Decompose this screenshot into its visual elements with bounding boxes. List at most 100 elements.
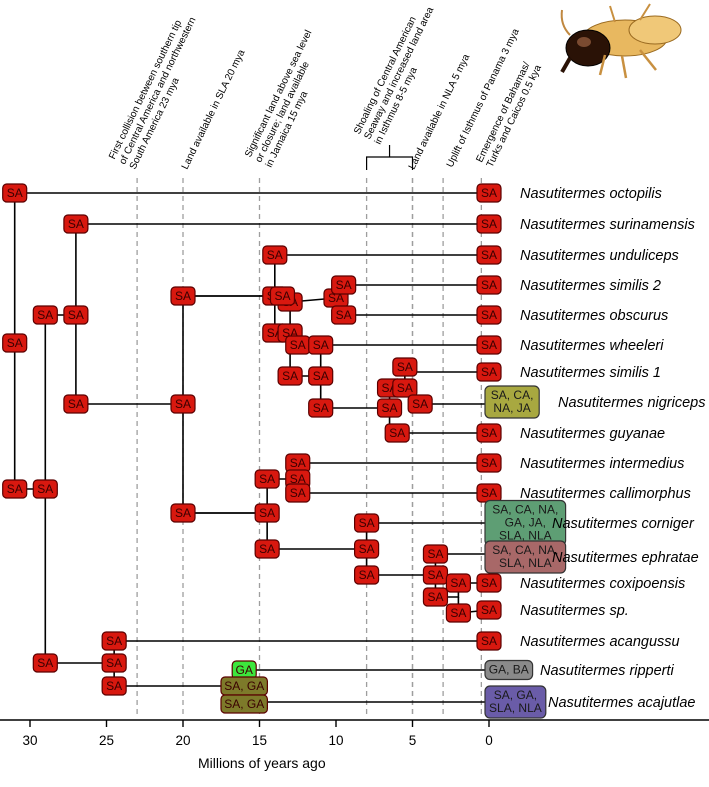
node-label: SA <box>427 547 443 561</box>
node-label: SA <box>481 186 497 200</box>
node-box <box>476 305 502 325</box>
event-bracket <box>366 156 414 170</box>
tip-label: Nasutitermes obscurus <box>520 308 668 324</box>
tip-node: SA <box>476 362 502 382</box>
node-box <box>476 335 502 355</box>
node-box <box>476 183 502 203</box>
tip-node: SA <box>476 631 502 651</box>
node-box <box>63 305 89 325</box>
node-label: SA <box>37 308 53 322</box>
node-box <box>422 587 449 607</box>
node-label: SA <box>427 590 443 604</box>
tip-node: SA <box>476 335 502 355</box>
node-label: SA <box>274 289 290 303</box>
node-box <box>277 366 303 386</box>
node-box <box>101 653 127 673</box>
node-label: SA <box>313 338 329 352</box>
event-label-1: Land available in SLA 20 mya <box>180 48 248 172</box>
internal-node: SA <box>170 394 196 414</box>
node-box <box>170 503 196 523</box>
internal-node: SA <box>445 573 471 593</box>
node-label: SA <box>259 542 275 556</box>
node-label: SA <box>259 506 275 520</box>
node-box <box>2 333 28 353</box>
tip-box <box>484 385 540 419</box>
internal-node: SA <box>32 653 58 673</box>
tip-node: SA <box>476 483 502 503</box>
internal-node: SA <box>277 366 303 386</box>
x-tick-label: 5 <box>409 733 417 748</box>
x-tick-label: 15 <box>252 733 267 748</box>
internal-node: SA <box>285 483 311 503</box>
node-label: SA <box>397 381 413 395</box>
node-box <box>476 245 502 265</box>
node-box <box>445 573 471 593</box>
node-label: SA <box>106 656 122 670</box>
node-box <box>2 479 28 499</box>
event-label-6: Emergence of Bahamas/Turks and Caicos 0.… <box>474 60 544 169</box>
internal-node: SA <box>308 398 334 418</box>
internal-node: SA <box>392 357 418 377</box>
node-box <box>32 305 58 325</box>
node-label: SA <box>359 516 375 530</box>
tip-node: SA <box>476 305 502 325</box>
x-tick-label: 0 <box>485 733 493 748</box>
node-box <box>32 479 58 499</box>
node-label: SA <box>359 568 375 582</box>
tip-node: SA <box>476 275 502 295</box>
termite-shape <box>560 57 572 73</box>
internal-node: SA <box>170 286 196 306</box>
node-label: SA <box>175 289 191 303</box>
internal-node: SA <box>101 631 127 651</box>
termite-shape <box>577 37 591 47</box>
node-box <box>445 603 471 623</box>
internal-node: SA <box>354 565 380 585</box>
tip-box <box>484 659 534 681</box>
node-box <box>254 539 280 559</box>
internal-node: SA <box>63 214 89 234</box>
tip-label: Nasutitermes guyanae <box>520 426 665 442</box>
node-label: SA <box>282 369 298 383</box>
tip-node: SA <box>476 245 502 265</box>
internal-node: SA <box>354 539 380 559</box>
tip-area-label: SLA, NLA <box>499 529 552 543</box>
node-box <box>331 305 357 325</box>
internal-node: SA <box>170 503 196 523</box>
tip-box <box>484 540 567 574</box>
node-box <box>285 483 311 503</box>
internal-node: SA <box>331 305 357 325</box>
tip-area-label: SA, CA, NA, <box>492 543 558 557</box>
tree-branch <box>182 404 268 514</box>
node-label: SA <box>68 397 84 411</box>
node-label: SA <box>427 568 443 582</box>
node-box <box>476 423 502 443</box>
tip-area-box: GA, BA <box>484 659 534 681</box>
internal-node: SA <box>254 469 280 489</box>
tip-node: SA <box>476 453 502 473</box>
node-label: SA <box>37 482 53 496</box>
internal-node: SA <box>331 275 357 295</box>
node-box <box>476 362 502 382</box>
internal-node: SA <box>254 539 280 559</box>
node-label: SA <box>481 576 497 590</box>
node-label: SA <box>290 472 306 486</box>
tip-area-label: NA, JA <box>493 401 530 415</box>
tip-label: Nasutitermes acangussu <box>520 634 680 650</box>
internal-node: SA <box>101 653 127 673</box>
node-label: SA <box>336 308 352 322</box>
node-box <box>101 631 127 651</box>
tip-area-label: SLA, NLA <box>489 701 542 715</box>
tree-branch <box>182 295 275 404</box>
tip-label: Nasutitermes octopilis <box>520 186 662 202</box>
node-label: SA <box>397 360 413 374</box>
node-box <box>354 539 380 559</box>
node-label: GA <box>236 663 253 677</box>
internal-node: SA <box>285 335 311 355</box>
node-label: SA <box>481 248 497 262</box>
node-box <box>308 398 334 418</box>
internal-node: SA <box>2 333 28 353</box>
internal-node: SA <box>422 565 449 585</box>
node-box <box>354 513 380 533</box>
termite-shape <box>628 15 682 45</box>
